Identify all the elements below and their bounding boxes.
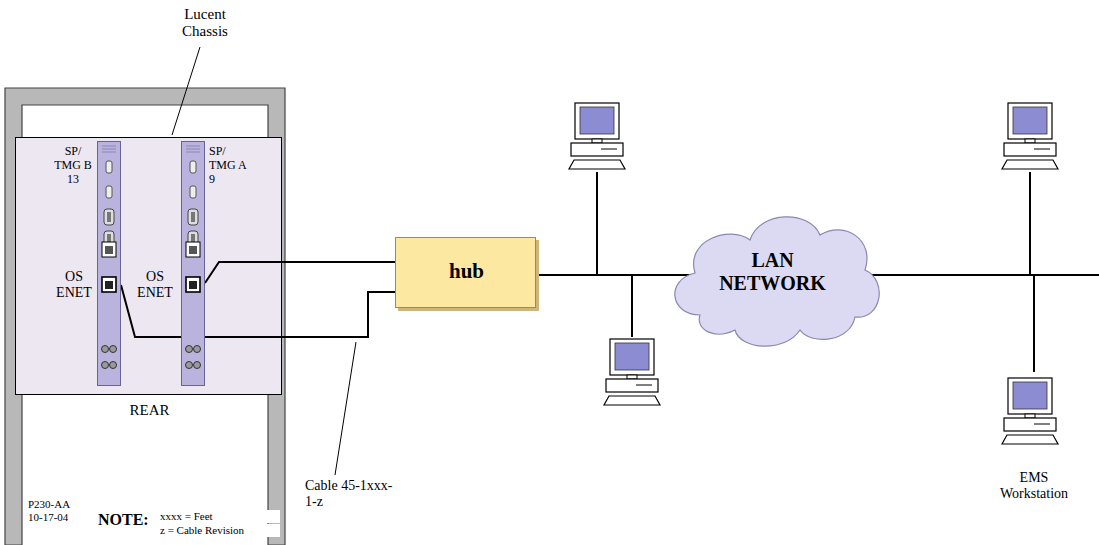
- network-cable: [205, 262, 395, 283]
- node-title: EMS Workstation: [985, 470, 1083, 502]
- node-title: LAN NETWORK: [710, 249, 835, 295]
- node-title: REAR: [16, 402, 283, 419]
- port-label: OS ENET: [133, 269, 177, 301]
- lan-cloud: LAN NETWORK: [660, 195, 885, 355]
- drop-line: [631, 275, 633, 337]
- leader-line: [335, 342, 356, 475]
- cable-callout: Cable 45-1xxx-1-z: [305, 478, 400, 510]
- chassis-panel: [15, 137, 282, 395]
- port-label: OS ENET: [53, 269, 95, 301]
- note-text: xxxx = Feet: [160, 510, 280, 523]
- node-title: SP/ TMG B 13: [51, 145, 95, 186]
- node-title: hub: [396, 259, 537, 283]
- ems-workstation: EMS Workstation: [985, 372, 1083, 512]
- equipment-rack: [5, 88, 285, 545]
- note-heading: NOTE:: [98, 511, 156, 529]
- system-processor-card: SP/ TMG A 9OS ENET: [129, 141, 205, 391]
- note-text: z = Cable Revision: [160, 524, 280, 537]
- cloud-shape: [675, 217, 879, 346]
- drawing-date: 10-17-04: [28, 511, 98, 524]
- chassis: REARSP/ TMG B 13OS ENETSP/ TMG A 9OS ENE…: [15, 137, 282, 395]
- computer-icon: [604, 339, 660, 405]
- node-title: SP/ TMG A 9: [209, 145, 253, 186]
- computer-icon: [1002, 378, 1058, 444]
- network-cable: [536, 274, 660, 276]
- drawing-number: P230-AA: [28, 498, 98, 511]
- network-cable: [885, 275, 1034, 372]
- drop-line: [1029, 172, 1031, 275]
- drop-line: [596, 172, 598, 275]
- hub-box: hub: [395, 237, 536, 308]
- card-faceplate: [181, 141, 207, 391]
- computer-icon: [1002, 103, 1058, 169]
- part-name: Lucent Chassis: [160, 6, 250, 41]
- card-faceplate: [97, 141, 123, 391]
- leader-line: [172, 47, 200, 135]
- system-processor-card: SP/ TMG B 13 OS ENET: [51, 141, 121, 391]
- computer-icon: [569, 103, 625, 169]
